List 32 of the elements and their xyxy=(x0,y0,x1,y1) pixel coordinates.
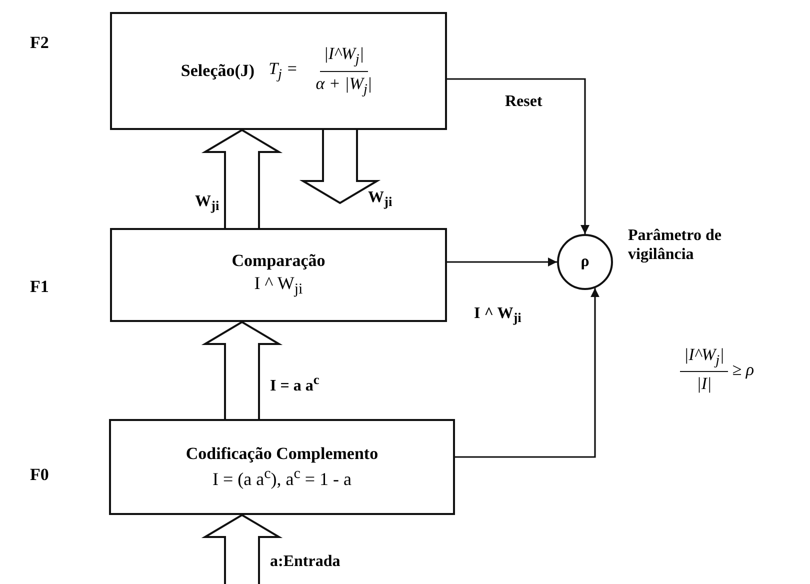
box-title: Comparação xyxy=(232,251,326,271)
process-box xyxy=(110,228,447,322)
block-arrow xyxy=(201,320,283,420)
layer-label: F0 xyxy=(30,465,49,486)
fraction-numerator: |I^W$_{j}$| xyxy=(320,44,368,72)
arrow xyxy=(447,258,557,266)
box-title: Codificação Complemento xyxy=(186,444,378,464)
fraction-denominator: |I| xyxy=(696,373,713,394)
formula-text: ≥ ρ xyxy=(732,360,754,380)
process-box xyxy=(109,419,455,515)
box-title: Seleção(J) xyxy=(180,61,255,81)
layer-label: F2 xyxy=(30,33,49,54)
fraction-denominator: α + |W$_{j}$| xyxy=(314,72,374,98)
block-arrow xyxy=(201,514,283,584)
edge-label: W$_{ji}$ xyxy=(368,188,392,210)
fraction-numerator: |I^W$_{j}$| xyxy=(680,345,728,372)
node-caption: Parâmetro de vigilância xyxy=(628,226,722,264)
edge-label: I = a a$^{c}$ xyxy=(270,372,320,396)
arrow xyxy=(447,78,590,234)
edge-label: I ^ W$_{ji}$ xyxy=(474,304,522,326)
edge-label: W$_{ji}$ xyxy=(195,192,220,214)
symbol-text: ρ xyxy=(580,252,590,272)
arrow xyxy=(455,288,600,458)
formula-text: I = (a a$^{c}$), a$^{c}$ = 1 - a xyxy=(212,466,352,490)
process-box xyxy=(110,12,447,130)
block-arrow xyxy=(299,129,381,204)
formula-text: T$_{j}$ = xyxy=(268,59,298,83)
edge-label: a:Entrada xyxy=(270,552,340,572)
block-arrow xyxy=(201,128,283,229)
edge-label: Reset xyxy=(505,92,542,112)
formula-text: I ^ W$_{ji}$ xyxy=(254,272,303,299)
layer-label: F1 xyxy=(30,277,49,298)
